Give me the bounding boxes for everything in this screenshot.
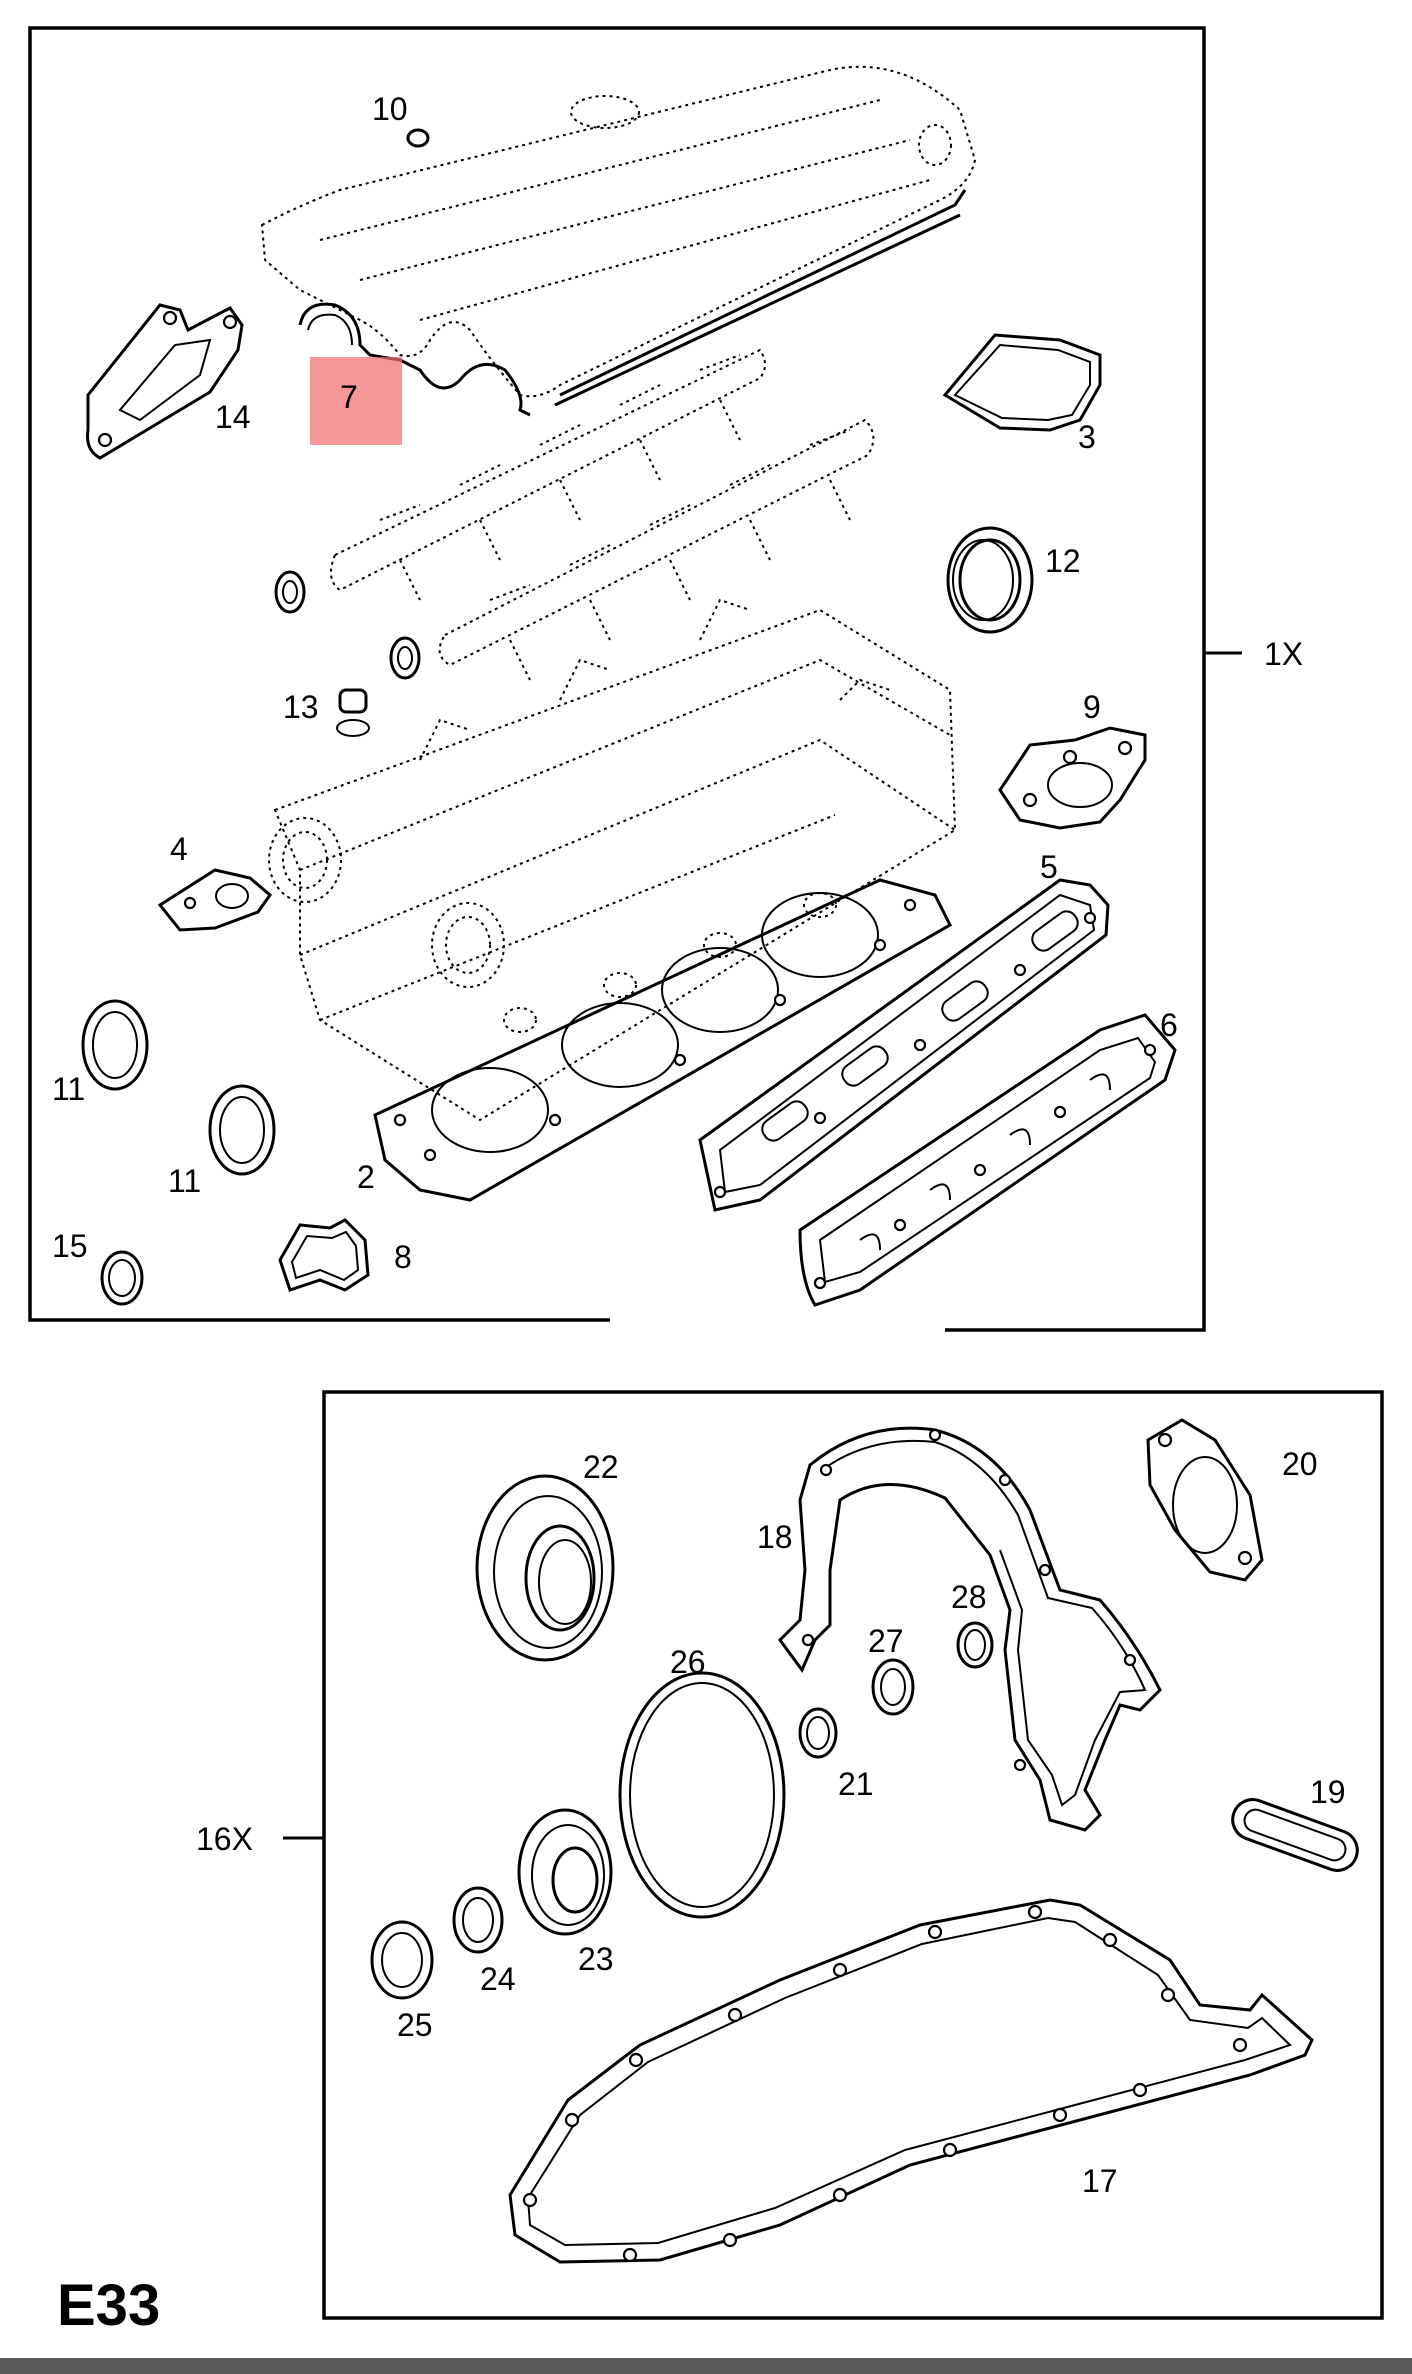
diagram-code: E33 — [57, 2273, 160, 2338]
part-14-gasket-plate[interactable]: 14 — [86, 303, 251, 460]
svg-text:27: 27 — [868, 1623, 904, 1659]
part-12-seal[interactable]: 12 — [946, 526, 1081, 634]
part-6-exhaust-gasket[interactable]: 6 — [798, 1007, 1178, 1307]
svg-text:12: 12 — [1045, 543, 1081, 579]
part-25-ring[interactable]: 25 — [370, 1920, 434, 2043]
svg-text:13: 13 — [283, 689, 319, 725]
upper-kit-label: 1X — [1264, 636, 1303, 672]
lower-kit-frame: 16X — [196, 1390, 1384, 2320]
part-28-ring[interactable]: 28 — [951, 1579, 994, 1669]
svg-text:26: 26 — [670, 1644, 706, 1680]
upper-kit-frame: 1X — [28, 26, 1303, 1332]
part-22-crankshaft-seal[interactable]: 22 — [475, 1449, 619, 1662]
part-8-small-gasket[interactable]: 8 — [278, 1218, 412, 1292]
part-2-head-gasket[interactable]: 2 — [357, 878, 952, 1202]
svg-text:17: 17 — [1082, 2163, 1118, 2199]
svg-text:23: 23 — [578, 1941, 614, 1977]
part-11a-seal[interactable]: 11 — [52, 999, 149, 1107]
svg-text:2: 2 — [357, 1159, 375, 1195]
svg-text:5: 5 — [1040, 849, 1058, 885]
part-19-oval-gasket[interactable]: 19 — [1227, 1774, 1363, 1876]
part-9-gasket-plate[interactable]: 9 — [998, 689, 1147, 830]
part-3-gasket[interactable]: 3 — [942, 333, 1102, 455]
svg-text:6: 6 — [1160, 1007, 1178, 1043]
part-18-front-cover-gasket[interactable]: 18 — [757, 1426, 1162, 1832]
footer-bar — [0, 2358, 1412, 2374]
svg-text:22: 22 — [583, 1449, 619, 1485]
part-23-shaft-seal[interactable]: 23 — [517, 1808, 614, 1977]
part-20-gasket[interactable]: 20 — [1146, 1418, 1318, 1582]
cylinder-head — [268, 598, 957, 1122]
svg-text:15: 15 — [52, 1228, 88, 1264]
camshaft-seal-1 — [274, 570, 306, 614]
part-17-oil-pan-gasket[interactable]: 17 — [508, 1898, 1314, 2264]
svg-text:7: 7 — [340, 379, 358, 415]
svg-text:20: 20 — [1282, 1446, 1318, 1482]
svg-text:21: 21 — [838, 1766, 874, 1802]
part-7-highlight — [310, 357, 402, 445]
lower-kit-label: 16X — [196, 1821, 253, 1857]
svg-text:8: 8 — [394, 1239, 412, 1275]
camshaft-lower — [438, 418, 875, 681]
part-15-ring[interactable]: 15 — [52, 1228, 144, 1306]
part-4-small-gasket[interactable]: 4 — [157, 831, 273, 932]
part-27-ring[interactable]: 27 — [868, 1623, 915, 1716]
svg-text:4: 4 — [170, 831, 188, 867]
svg-text:25: 25 — [397, 2007, 433, 2043]
part-24-ring[interactable]: 24 — [452, 1886, 516, 1997]
part-26-oring[interactable]: 26 — [618, 1644, 786, 1919]
svg-text:24: 24 — [480, 1961, 516, 1997]
svg-text:3: 3 — [1078, 419, 1096, 455]
part-21-ring[interactable]: 21 — [798, 1707, 874, 1802]
part-11b-seal[interactable]: 11 — [168, 1084, 276, 1199]
svg-text:14: 14 — [215, 399, 251, 435]
svg-text:18: 18 — [757, 1519, 793, 1555]
part-13-valve-stem-seal[interactable]: 13 — [283, 688, 370, 737]
svg-text:28: 28 — [951, 1579, 987, 1615]
part-7-cover-gasket[interactable]: 7 — [298, 302, 531, 445]
valve-cover — [260, 65, 977, 407]
svg-text:11: 11 — [168, 1163, 201, 1199]
part-10-oring[interactable]: 10 — [372, 91, 430, 148]
svg-text:9: 9 — [1083, 689, 1101, 725]
camshaft-seal-2 — [389, 636, 421, 680]
svg-text:11: 11 — [52, 1071, 85, 1107]
part-5-intake-gasket[interactable]: 5 — [698, 849, 1110, 1212]
svg-text:19: 19 — [1310, 1774, 1346, 1810]
camshaft-upper — [330, 348, 766, 601]
svg-text:10: 10 — [372, 91, 408, 127]
